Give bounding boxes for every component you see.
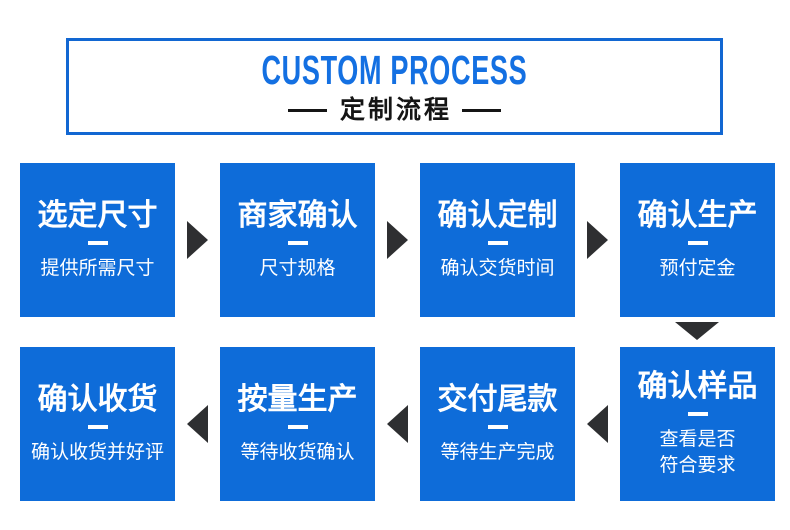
step-subtitle: 等待生产完成	[440, 441, 555, 463]
step-confirm-sample: 确认样品 查看是否 符合要求	[620, 347, 775, 501]
arrow-right-icon	[387, 221, 408, 259]
step-title: 确认收货	[37, 382, 158, 416]
step-confirm-production: 确认生产 预付定金	[620, 163, 775, 317]
flow-row-top: 选定尺寸 提供所需尺寸 商家确认 尺寸规格 确认定制 确认交货时间 确认生产 预…	[20, 163, 775, 317]
step-select-size: 选定尺寸 提供所需尺寸	[20, 163, 175, 317]
step-title: 确认定制	[437, 198, 558, 232]
step-confirm-custom: 确认定制 确认交货时间	[420, 163, 575, 317]
step-subtitle: 尺寸规格	[259, 257, 336, 279]
step-subtitle: 确认交货时间	[440, 257, 555, 279]
page-title: CUSTOM PROCESS	[261, 47, 528, 93]
dash-left	[287, 109, 327, 112]
step-subtitle: 查看是否 符合要求	[659, 428, 736, 476]
step-seller-confirm: 商家确认 尺寸规格	[220, 163, 375, 317]
step-divider	[487, 240, 508, 245]
step-divider	[687, 411, 708, 416]
chinese-subtitle-row: 定制流程	[287, 96, 501, 124]
step-divider	[87, 424, 108, 429]
step-confirm-receipt: 确认收货 确认收货并好评	[20, 347, 175, 501]
step-subtitle: 提供所需尺寸	[40, 257, 155, 279]
flow-row-bottom: 确认收货 确认收货并好评 按量生产 等待收货确认 交付尾款 等待生产完成 确认样…	[20, 347, 775, 501]
step-subtitle: 等待收货确认	[240, 441, 355, 463]
arrow-right-icon	[587, 221, 608, 259]
arrow-down-icon	[675, 322, 719, 340]
step-title: 确认样品	[637, 369, 758, 403]
step-pay-balance: 交付尾款 等待生产完成	[420, 347, 575, 501]
step-title: 商家确认	[237, 198, 358, 232]
step-divider	[487, 424, 508, 429]
header-box: CUSTOM PROCESS 定制流程	[66, 38, 723, 135]
arrow-right-icon	[187, 221, 208, 259]
step-title: 交付尾款	[437, 382, 558, 416]
arrow-left-icon	[387, 405, 408, 443]
step-title: 按量生产	[237, 382, 358, 416]
step-subtitle: 预付定金	[659, 257, 736, 279]
arrow-left-icon	[187, 405, 208, 443]
step-divider	[287, 424, 308, 429]
step-title: 确认生产	[637, 198, 758, 232]
step-divider	[287, 240, 308, 245]
page-subtitle: 定制流程	[339, 96, 452, 124]
step-subtitle: 确认收货并好评	[30, 441, 164, 463]
step-title: 选定尺寸	[37, 198, 158, 232]
arrow-left-icon	[587, 405, 608, 443]
step-divider	[687, 240, 708, 245]
step-batch-production: 按量生产 等待收货确认	[220, 347, 375, 501]
dash-right	[462, 109, 501, 112]
step-divider	[87, 240, 108, 245]
